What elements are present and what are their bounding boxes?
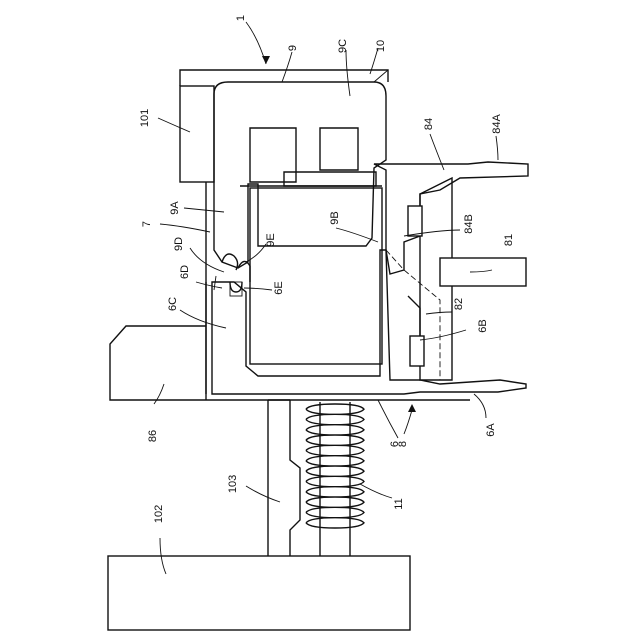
member-103	[268, 400, 300, 556]
base-block-102	[108, 556, 410, 630]
label-84: 84	[423, 118, 435, 130]
label-9E: 9E	[265, 233, 277, 246]
inner-82	[408, 206, 424, 366]
label-9: 9	[287, 45, 299, 51]
label-6: 6	[389, 441, 401, 447]
label-9D: 9D	[173, 237, 185, 251]
label-102: 102	[153, 505, 165, 523]
snap-hooks	[214, 254, 250, 296]
label-9B: 9B	[329, 211, 341, 224]
label-1: 1	[235, 15, 247, 21]
pin-81	[440, 258, 526, 286]
core-block	[240, 186, 382, 364]
label-11: 11	[393, 498, 405, 509]
label-9C: 9C	[337, 39, 349, 53]
label-10: 10	[375, 40, 387, 52]
label-7: 7	[141, 221, 153, 227]
label-9A: 9A	[169, 201, 181, 215]
label-84A: 84A	[491, 114, 503, 134]
label-103: 103	[227, 475, 239, 493]
spring-11	[306, 402, 364, 556]
label-81: 81	[503, 234, 515, 246]
block-86	[110, 326, 206, 400]
frame-10-right-edge	[374, 70, 388, 82]
label-86: 86	[147, 430, 159, 442]
cap-9	[214, 82, 386, 268]
label-6E: 6E	[273, 281, 285, 294]
label-6A: 6A	[485, 423, 497, 437]
label-6D: 6D	[179, 265, 191, 279]
label-84B: 84B	[463, 214, 475, 234]
label-101: 101	[139, 109, 151, 127]
label-6C: 6C	[167, 297, 179, 311]
label-6B: 6B	[477, 319, 489, 332]
block-101	[180, 86, 214, 182]
label-82: 82	[453, 298, 465, 310]
